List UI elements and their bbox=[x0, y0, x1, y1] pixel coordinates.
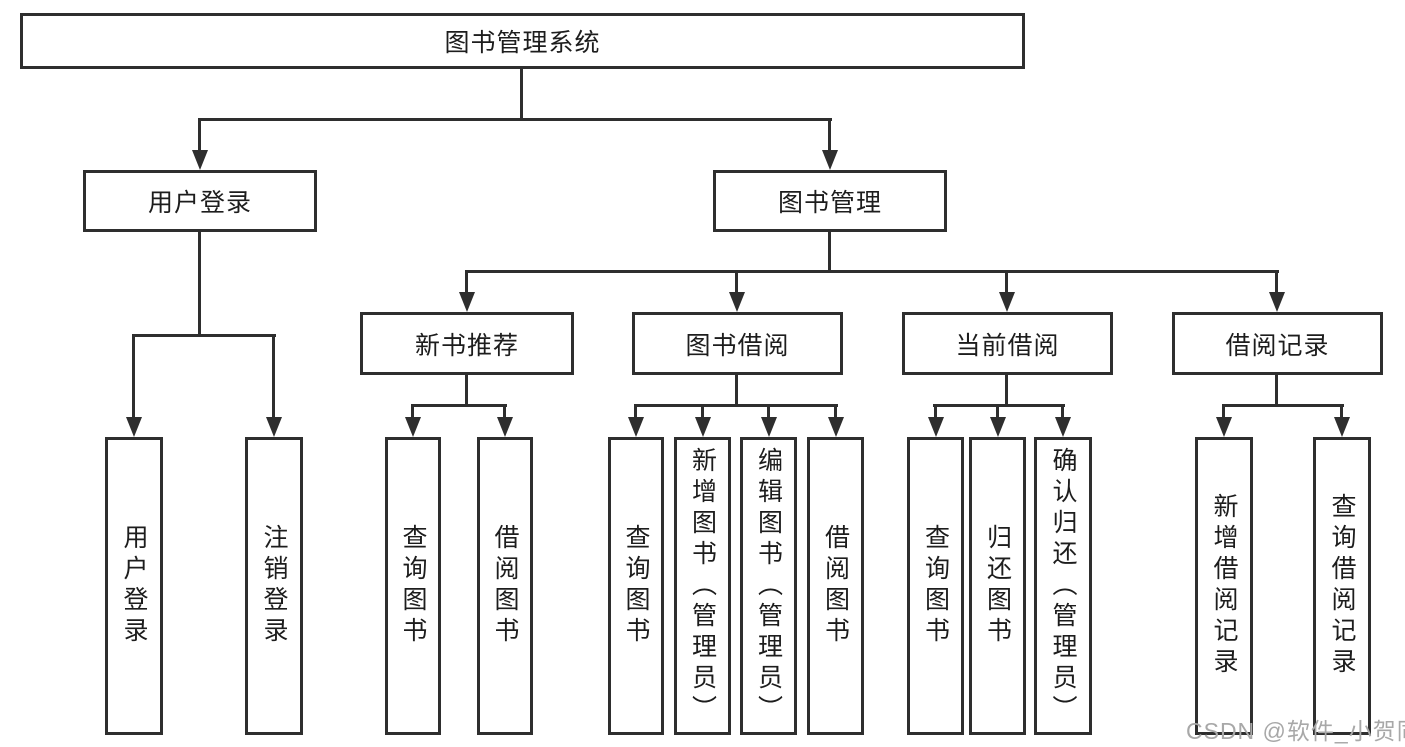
connector-line bbox=[634, 404, 637, 419]
leaf-query-borrow-record: 查询借阅记录 bbox=[1313, 437, 1371, 735]
arrowhead-down-icon bbox=[192, 150, 208, 170]
connector-line bbox=[465, 270, 468, 294]
connector-line bbox=[198, 232, 201, 337]
connector-line bbox=[1222, 404, 1225, 419]
connector-line bbox=[934, 404, 937, 419]
connector-line bbox=[634, 404, 838, 407]
arrowhead-down-icon bbox=[695, 417, 711, 437]
arrowhead-down-icon bbox=[822, 150, 838, 170]
leaf-return-books: 归还图书 bbox=[969, 437, 1026, 735]
arrowhead-down-icon bbox=[990, 417, 1006, 437]
arrowhead-down-icon bbox=[828, 417, 844, 437]
connector-line bbox=[198, 118, 832, 121]
leaf-add-borrow-record: 新增借阅记录 bbox=[1195, 437, 1253, 735]
connector-line bbox=[735, 270, 738, 294]
node-current-borrowing: 当前借阅 bbox=[902, 312, 1113, 375]
connector-line bbox=[132, 334, 135, 419]
connector-line bbox=[132, 334, 276, 337]
arrowhead-down-icon bbox=[1334, 417, 1350, 437]
arrowhead-down-icon bbox=[459, 292, 475, 312]
connector-line bbox=[834, 404, 837, 419]
connector-line bbox=[828, 118, 831, 152]
leaf-edit-books-admin: 编辑图书（管理员） bbox=[740, 437, 797, 735]
arrowhead-down-icon bbox=[1055, 417, 1071, 437]
connector-line bbox=[828, 232, 831, 272]
node-user-login: 用户登录 bbox=[83, 170, 317, 232]
connector-line bbox=[503, 404, 506, 419]
connector-line bbox=[411, 404, 507, 407]
connector-line bbox=[1005, 270, 1008, 294]
connector-line bbox=[767, 404, 770, 419]
connector-line bbox=[1275, 375, 1278, 406]
connector-line bbox=[272, 334, 275, 419]
leaf-add-books-admin: 新增图书（管理员） bbox=[674, 437, 731, 735]
connector-line bbox=[933, 404, 1065, 407]
connector-line bbox=[701, 404, 704, 419]
leaf-confirm-return-admin: 确认归还（管理员） bbox=[1034, 437, 1092, 735]
leaf-logout: 注销登录 bbox=[245, 437, 303, 735]
leaf-borrow-books: 借阅图书 bbox=[807, 437, 864, 735]
arrowhead-down-icon bbox=[628, 417, 644, 437]
arrowhead-down-icon bbox=[405, 417, 421, 437]
connector-line bbox=[1005, 375, 1008, 406]
connector-line bbox=[1340, 404, 1343, 419]
arrowhead-down-icon bbox=[729, 292, 745, 312]
arrowhead-down-icon bbox=[999, 292, 1015, 312]
connector-line bbox=[1061, 404, 1064, 419]
csdn-watermark: CSDN @软件_小贺同学 bbox=[1186, 718, 1405, 744]
arrowhead-down-icon bbox=[1216, 417, 1232, 437]
arrowhead-down-icon bbox=[266, 417, 282, 437]
node-new-book-recommendation: 新书推荐 bbox=[360, 312, 574, 375]
connector-line bbox=[520, 69, 523, 120]
connector-line bbox=[1275, 270, 1278, 294]
node-library-management-system: 图书管理系统 bbox=[20, 13, 1025, 69]
leaf-query-books-borrow: 查询图书 bbox=[608, 437, 664, 735]
leaf-query-books-current: 查询图书 bbox=[907, 437, 964, 735]
leaf-query-books-recommend: 查询图书 bbox=[385, 437, 441, 735]
node-borrowing-records: 借阅记录 bbox=[1172, 312, 1383, 375]
arrowhead-down-icon bbox=[126, 417, 142, 437]
connector-line bbox=[198, 118, 201, 152]
connector-line bbox=[1222, 404, 1344, 407]
node-book-borrowing: 图书借阅 bbox=[632, 312, 843, 375]
connector-line bbox=[996, 404, 999, 419]
leaf-borrow-books-recommend: 借阅图书 bbox=[477, 437, 533, 735]
connector-line bbox=[735, 375, 738, 406]
connector-line bbox=[411, 404, 414, 419]
arrowhead-down-icon bbox=[928, 417, 944, 437]
arrowhead-down-icon bbox=[497, 417, 513, 437]
arrowhead-down-icon bbox=[1269, 292, 1285, 312]
connector-line bbox=[465, 270, 1279, 273]
node-book-management: 图书管理 bbox=[713, 170, 947, 232]
leaf-user-login: 用户登录 bbox=[105, 437, 163, 735]
arrowhead-down-icon bbox=[761, 417, 777, 437]
connector-line bbox=[465, 375, 468, 406]
